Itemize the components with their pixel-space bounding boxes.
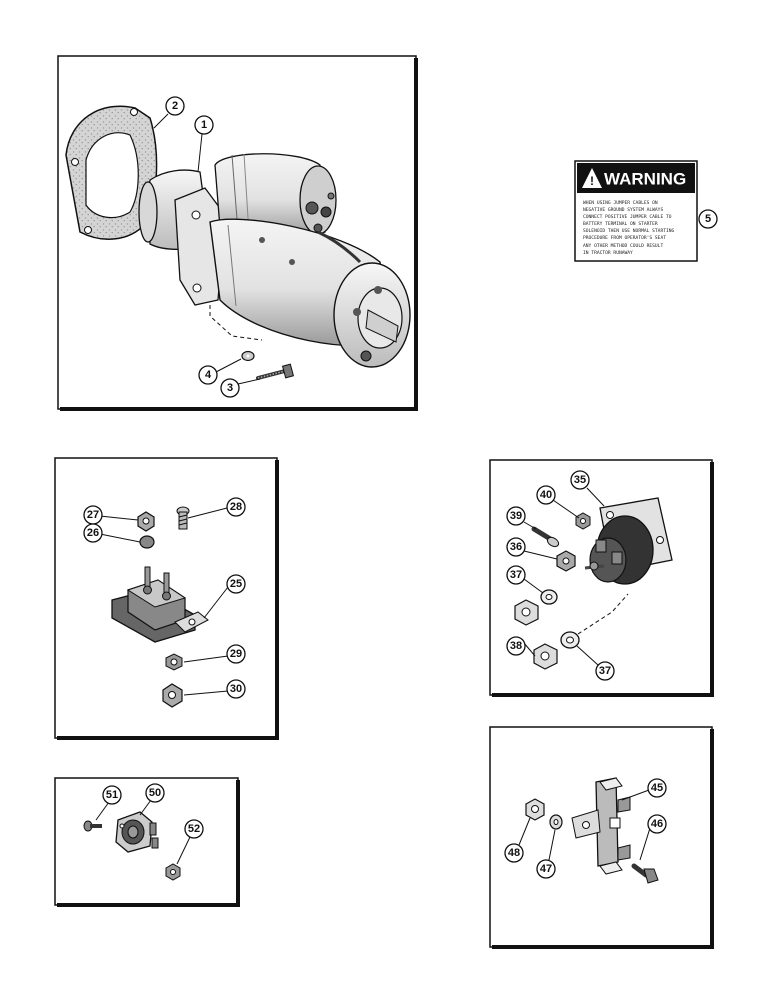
hex-nut [525, 798, 545, 821]
callout-52: 52 [184, 819, 204, 839]
svg-text:46: 46 [651, 818, 663, 830]
callout-2: 2 [165, 96, 185, 116]
warning-line: ANY OTHER METHOD COULD RESULT [583, 243, 663, 249]
svg-text:37: 37 [510, 569, 522, 581]
svg-text:5: 5 [705, 213, 711, 225]
callout-48: 48 [504, 843, 524, 863]
starter-panel: 1 2 3 4 [57, 55, 418, 411]
callout-25: 25 [226, 574, 246, 594]
warning-line: NEGATIVE GROUND SYSTEM ALWAYS [583, 207, 663, 213]
callout-39: 39 [506, 506, 526, 526]
svg-text:29: 29 [230, 648, 242, 660]
warning-decal: ! WARNING WHEN USING JUMPER CABLES ON NE… [574, 160, 718, 262]
callout-37-lower: 37 [595, 661, 615, 681]
svg-text:52: 52 [188, 823, 200, 835]
mounting-bolt [256, 363, 295, 380]
warning-line: WHEN USING JUMPER CABLES ON [583, 200, 658, 206]
hex-nut [514, 599, 539, 626]
circuit-breaker-panel: 27 26 28 25 29 30 [54, 457, 279, 740]
mounting-gasket [65, 105, 158, 240]
svg-text:47: 47 [540, 863, 552, 875]
callout-35: 35 [570, 470, 590, 490]
callout-1: 1 [194, 115, 214, 135]
hex-nut [533, 643, 558, 670]
svg-text:3: 3 [227, 382, 233, 394]
svg-text:25: 25 [230, 578, 242, 590]
circuit-breaker [111, 566, 209, 643]
callout-45: 45 [647, 778, 667, 798]
warning-header: WARNING [604, 170, 686, 189]
svg-text:38: 38 [510, 640, 522, 652]
warning-line: PROCEDURE FROM OPERATOR'S SEAT [583, 235, 666, 241]
callout-4: 4 [198, 365, 218, 385]
warning-line: IN TRACTOR RUNAWAY [583, 250, 633, 256]
svg-text:1: 1 [201, 119, 207, 131]
callout-3: 3 [220, 378, 240, 398]
hex-nut [575, 512, 591, 530]
svg-text:45: 45 [651, 782, 663, 794]
callout-50: 50 [145, 783, 165, 803]
callout-36: 36 [506, 537, 526, 557]
screw [83, 820, 102, 832]
callout-29: 29 [226, 644, 246, 664]
svg-text:50: 50 [149, 787, 161, 799]
screw [531, 526, 560, 548]
svg-text:!: ! [590, 174, 594, 188]
screw [631, 863, 659, 884]
callout-46: 46 [647, 814, 667, 834]
callout-38: 38 [506, 636, 526, 656]
callout-5: 5 [698, 209, 718, 229]
screw [176, 506, 190, 530]
starter-solenoid [584, 497, 673, 585]
svg-text:51: 51 [106, 789, 118, 801]
star-washer [165, 653, 183, 671]
callout-27: 27 [83, 505, 103, 525]
svg-text:27: 27 [87, 509, 99, 521]
svg-text:35: 35 [574, 474, 586, 486]
svg-text:40: 40 [540, 489, 552, 501]
thermo-switch [115, 811, 159, 853]
callout-28: 28 [226, 497, 246, 517]
svg-text:26: 26 [87, 527, 99, 539]
callout-26: 26 [83, 523, 103, 543]
lock-washer [139, 535, 155, 549]
callout-40: 40 [536, 485, 556, 505]
hex-nut [165, 863, 181, 881]
ballast-resistor [571, 777, 631, 875]
solenoid-panel: 35 40 39 36 37 38 37 [489, 459, 714, 697]
starter-motor [138, 153, 411, 368]
svg-text:4: 4 [205, 369, 212, 381]
svg-text:36: 36 [510, 541, 522, 553]
hex-nut [556, 550, 576, 572]
warning-line: BATTERY TERMINAL ON STARTER [583, 221, 658, 227]
callout-30: 30 [226, 679, 246, 699]
switch-panel: 51 50 52 [54, 777, 240, 907]
callout-51: 51 [102, 785, 122, 805]
warning-line: CONNECT POSITIVE JUMPER CABLE TO [583, 214, 672, 220]
svg-text:48: 48 [508, 847, 520, 859]
hex-nut [162, 683, 183, 708]
callout-47: 47 [536, 859, 556, 879]
svg-text:28: 28 [230, 501, 242, 513]
svg-text:30: 30 [230, 683, 242, 695]
callout-37: 37 [506, 565, 526, 585]
hex-nut [137, 511, 155, 532]
warning-line: SOLENOID THEN USE NORMAL STARTING [583, 228, 675, 234]
svg-text:2: 2 [172, 100, 178, 112]
svg-text:37: 37 [599, 665, 611, 677]
resistor-panel: 45 46 48 47 [489, 726, 714, 949]
svg-text:39: 39 [510, 510, 522, 522]
